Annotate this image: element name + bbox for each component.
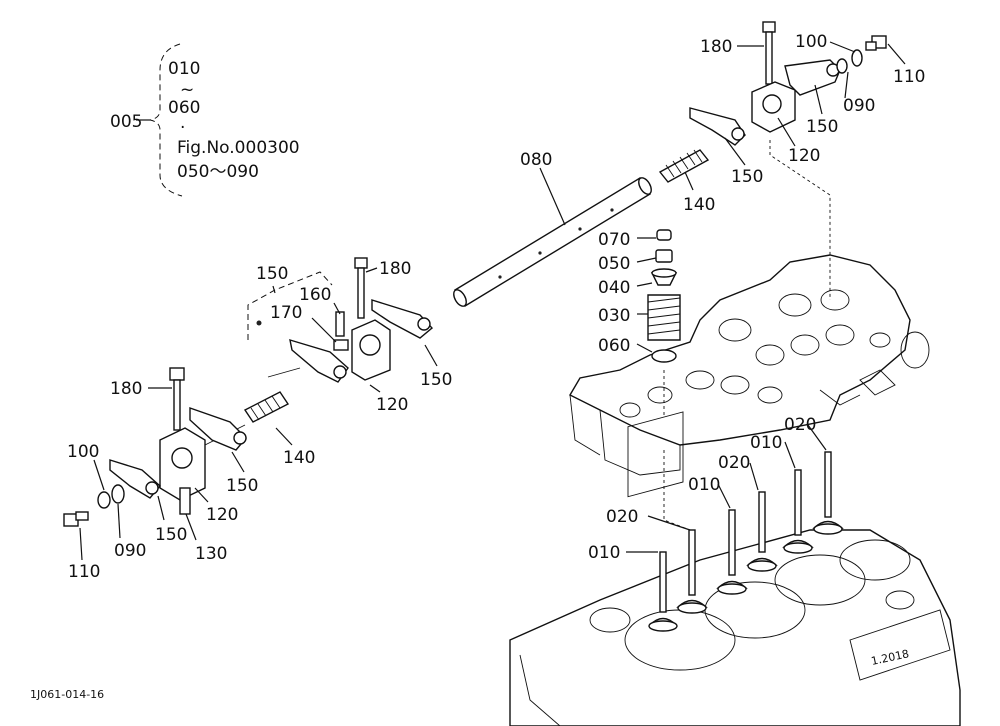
callout-010-b: 010: [688, 475, 720, 495]
callout-150-group: 150: [256, 264, 288, 284]
callout-150-top: 150: [806, 117, 838, 137]
callout-180-top: 180: [700, 37, 732, 57]
legend-dot: ·: [180, 118, 185, 138]
upper-rocker-assembly: [658, 21, 887, 183]
valves: [648, 451, 844, 632]
figure-code: 1J061-014-16: [30, 688, 104, 701]
legend-tilde: ~: [180, 80, 194, 100]
legend-range-end: 060: [168, 98, 200, 118]
callout-130: 130: [195, 544, 227, 564]
callout-120-mid: 120: [376, 395, 408, 415]
callout-090-left: 090: [114, 541, 146, 561]
legend-fig-range: 050～090: [177, 162, 259, 182]
callout-140-left: 140: [283, 448, 315, 468]
callout-040: 040: [598, 278, 630, 298]
legend-group: 005 010 ~ 060 · Fig.No.000300 050～090: [110, 43, 300, 197]
callout-180-left: 180: [110, 379, 142, 399]
leader-lines: [79, 41, 906, 561]
callout-020-b: 020: [718, 453, 750, 473]
callout-150-left1: 150: [226, 476, 258, 496]
callout-020-a: 020: [606, 507, 638, 527]
callout-070: 070: [598, 230, 630, 250]
callout-060: 060: [598, 336, 630, 356]
callout-010-c: 010: [750, 433, 782, 453]
callout-labels: 180 100 110 090 150 120 150 140 080 070 …: [67, 32, 925, 582]
legend-group-label: 005: [110, 112, 142, 132]
callout-010-a: 010: [588, 543, 620, 563]
valve-spring-stack: [647, 229, 681, 363]
callout-140-top: 140: [683, 195, 715, 215]
callout-080: 080: [520, 150, 552, 170]
callout-100-left: 100: [67, 442, 99, 462]
callout-110-top: 110: [893, 67, 925, 87]
callout-030: 030: [598, 306, 630, 326]
lower-rocker-assembly: [63, 367, 290, 527]
rocker-shaft: [453, 177, 652, 307]
callout-020-c: 020: [784, 415, 816, 435]
cylinder-head: [569, 254, 930, 498]
callout-050: 050: [598, 254, 630, 274]
callout-150-mid2: 150: [420, 370, 452, 390]
middle-rocker-assembly: [247, 257, 434, 383]
callout-100-top: 100: [795, 32, 827, 52]
callout-110-left: 110: [68, 562, 100, 582]
legend-range-start: 010: [168, 59, 200, 79]
legend-fig-ref: Fig.No.000300: [177, 138, 300, 158]
callout-120-top: 120: [788, 146, 820, 166]
callout-150-left2: 150: [155, 525, 187, 545]
callout-160: 160: [299, 285, 331, 305]
callout-180-mid: 180: [379, 259, 411, 279]
callout-120-left: 120: [206, 505, 238, 525]
callout-090-top: 090: [843, 96, 875, 116]
callout-150-mid: 150: [731, 167, 763, 187]
callout-170: 170: [270, 303, 302, 323]
